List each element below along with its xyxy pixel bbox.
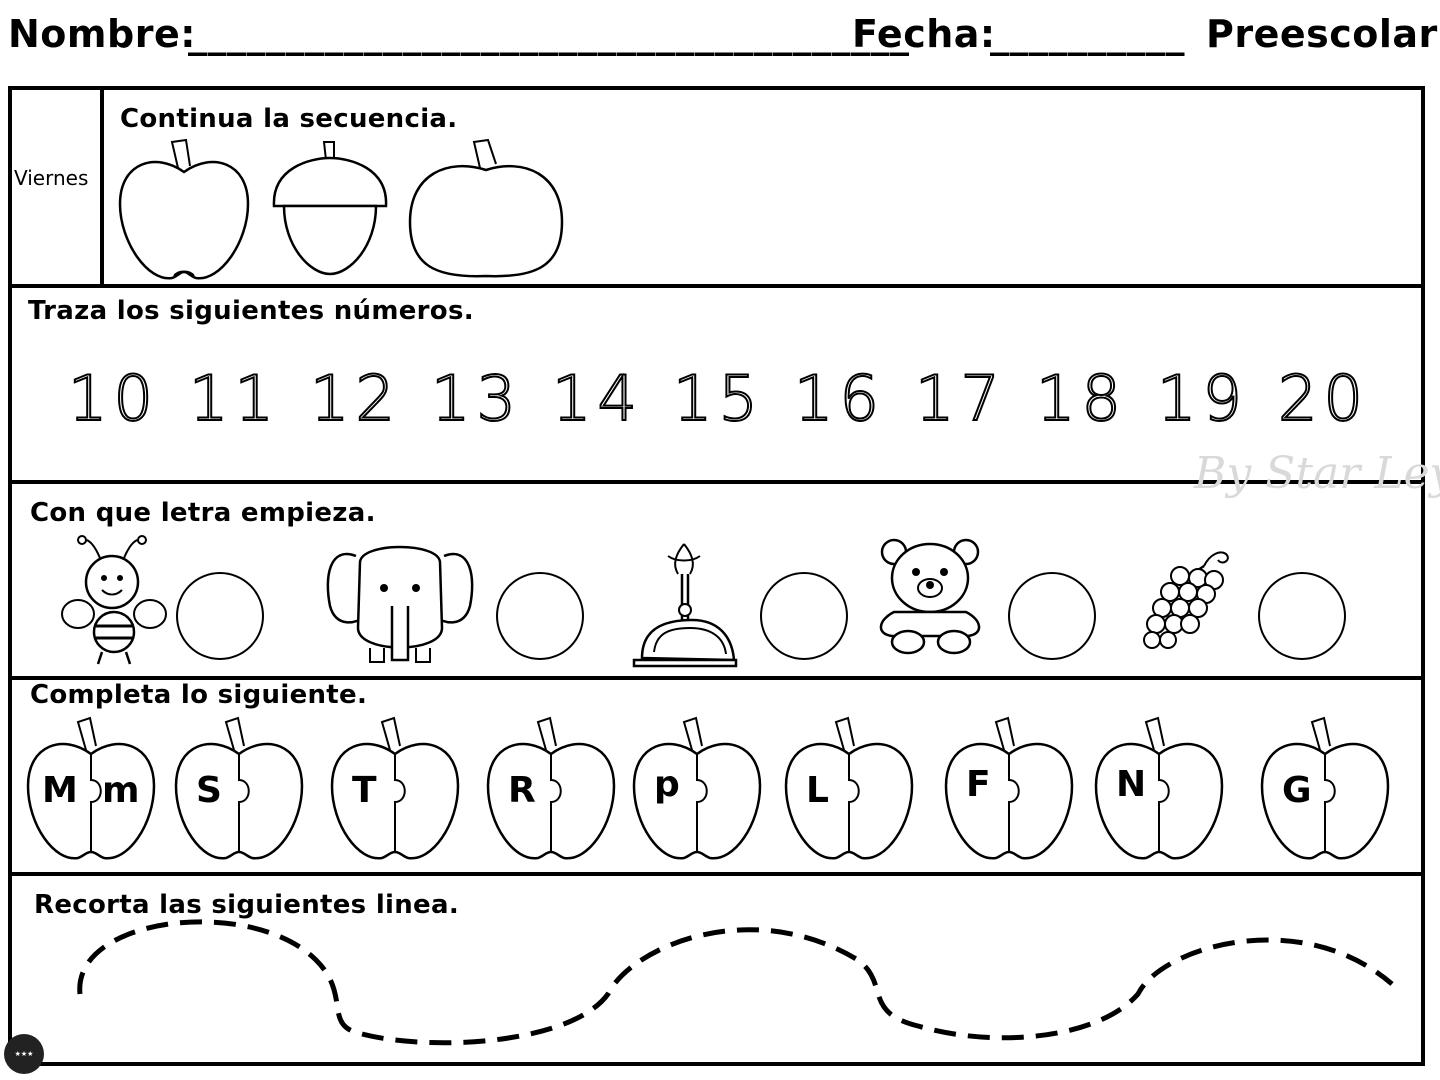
trace-number: 15 <box>672 361 764 436</box>
date-blank: __________ <box>990 12 1185 56</box>
trace-title: Traza los siguientes números. <box>28 296 474 326</box>
answer-circle-5[interactable] <box>1258 572 1346 660</box>
name-blank: _____________________________________ <box>188 12 910 56</box>
worksheet-header: Nombre: ________________________________… <box>0 0 1440 84</box>
date-label: Fecha: <box>852 12 996 56</box>
sequence-title: Continua la secuencia. <box>120 104 458 134</box>
letter-apple: p <box>630 716 764 866</box>
trace-number: 14 <box>551 361 643 436</box>
letter-apple: R <box>484 716 618 866</box>
first-letter-title: Con que letra empieza. <box>30 498 376 528</box>
uppercase-letter: R <box>508 770 536 811</box>
letter-apple: S <box>172 716 306 866</box>
cut-title: Recorta las siguientes linea. <box>34 890 460 920</box>
trace-numbers-section: Traza los siguientes números. 10 11 12 13 14… <box>12 288 1421 484</box>
elephant-icon <box>322 536 478 666</box>
uppercase-letter: F <box>966 764 991 805</box>
answer-circle-1[interactable] <box>176 572 264 660</box>
uppercase-letter: G <box>1282 770 1312 811</box>
acorn-icon <box>270 138 390 278</box>
uppercase-letter: N <box>1116 764 1147 805</box>
day-label: Viernes <box>14 166 89 190</box>
trace-number: 17 <box>914 361 1006 436</box>
trace-number: 11 <box>188 361 280 436</box>
answer-circle-3[interactable] <box>760 572 848 660</box>
apple-icon <box>26 716 156 860</box>
cut-line-section: Recorta las siguientes linea. <box>12 876 1421 1062</box>
trace-number: 16 <box>793 361 885 436</box>
trace-number: 12 <box>309 361 401 436</box>
brand-logo-icon: ★★★ <box>4 1034 44 1074</box>
uppercase-letter: p <box>654 764 680 805</box>
answer-circle-2[interactable] <box>496 572 584 660</box>
letter-apple: G <box>1258 716 1392 866</box>
trace-number: 18 <box>1035 361 1127 436</box>
uppercase-letter: L <box>806 770 829 811</box>
pumpkin-icon <box>408 138 564 280</box>
letter-apple: L <box>782 716 916 866</box>
grade-level: Preescolar <box>1206 12 1438 56</box>
bear-icon <box>874 538 986 656</box>
apple-icon <box>944 716 1074 860</box>
uppercase-letter: M <box>42 770 78 811</box>
apple-icon <box>1260 716 1390 860</box>
apple-icon <box>784 716 914 860</box>
grapes-icon <box>1140 546 1236 656</box>
letter-apple: F <box>942 716 1076 866</box>
worksheet-grid: Viernes Continua la secuencia. T <box>8 86 1425 1066</box>
name-label: Nombre: <box>8 12 196 56</box>
dashed-cut-line <box>77 919 1394 1046</box>
iron-icon <box>628 540 740 670</box>
trace-number: 13 <box>430 361 522 436</box>
sequence-section: Viernes Continua la secuencia. <box>12 90 1421 288</box>
answer-circle-4[interactable] <box>1008 572 1096 660</box>
uppercase-letter: T <box>352 770 377 811</box>
letter-apple: T <box>328 716 462 866</box>
first-letter-section: Con que letra empieza. <box>12 484 1421 680</box>
uppercase-letter: S <box>196 770 222 811</box>
trace-number: 19 <box>1156 361 1248 436</box>
apple-icon <box>174 716 304 860</box>
apple-icon <box>116 138 252 284</box>
lowercase-letter: m <box>102 770 140 811</box>
bee-icon <box>60 534 168 668</box>
complete-title: Completa lo siguiente. <box>30 680 368 710</box>
trace-number: 10 <box>67 361 159 436</box>
trace-number: 20 <box>1277 361 1369 436</box>
letter-apple: N <box>1092 716 1226 866</box>
watermark-text: By Star Leyva <box>1194 448 1440 499</box>
apple-icon <box>632 716 762 860</box>
day-cell: Viernes <box>12 90 104 284</box>
apple-icon <box>330 716 460 860</box>
apple-icon <box>486 716 616 860</box>
apple-icon <box>1094 716 1224 860</box>
